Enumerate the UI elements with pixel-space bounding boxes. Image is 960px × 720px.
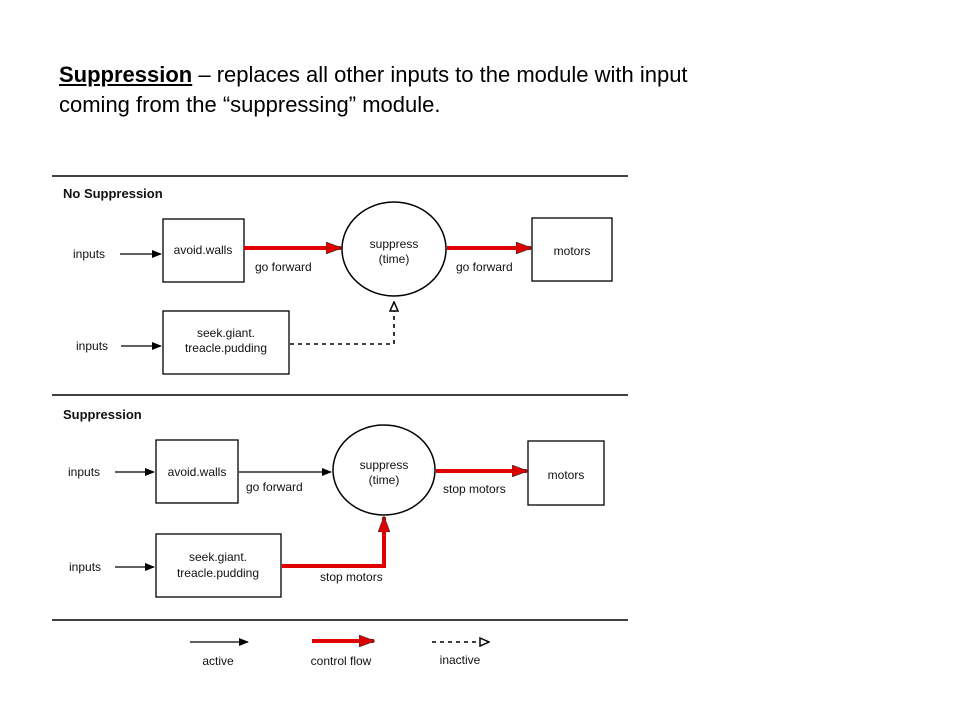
- bottom-motors-box: [527, 440, 605, 506]
- top-go-forward-label-2: go forward: [456, 260, 513, 274]
- panel-title-no-suppression: No Suppression: [63, 186, 163, 201]
- bottom-avoid-walls-label: avoid.walls: [168, 465, 227, 479]
- bottom-control-flow-arrow-2: [282, 517, 384, 568]
- term-suppression: Suppression: [59, 62, 193, 87]
- bottom-stop-motors-label-2: stop motors: [320, 570, 383, 584]
- top-motors-label: motors: [554, 244, 591, 258]
- top-motors-box: [531, 217, 613, 282]
- legend-inactive-label: inactive: [440, 653, 481, 667]
- bottom-seek-label-1: seek.giant.: [189, 550, 247, 564]
- bottom-go-forward-label: go forward: [246, 480, 303, 494]
- legend-control-flow-label: control flow: [311, 654, 372, 668]
- bottom-seek-box: [155, 533, 282, 598]
- description-line1: – replaces all other inputs to the modul…: [192, 62, 688, 87]
- bottom-avoid-walls-box: [155, 439, 239, 504]
- top-row1-inputs-label: inputs: [73, 247, 105, 261]
- bottom-seek-label-2: treacle.pudding: [177, 566, 259, 580]
- top-inactive-arrow: [290, 302, 394, 345]
- top-suppress-time-label: (time): [379, 252, 410, 266]
- top-go-forward-label-1: go forward: [255, 260, 312, 274]
- top-avoid-walls-label: avoid.walls: [174, 243, 233, 257]
- top-seek-box: [162, 310, 290, 375]
- top-suppress-label: suppress: [370, 237, 419, 251]
- top-seek-label-1: seek.giant.: [197, 326, 255, 340]
- top-avoid-walls-box: [162, 218, 245, 283]
- panel-title-suppression: Suppression: [63, 407, 142, 422]
- bottom-row2-inputs-label: inputs: [69, 560, 101, 574]
- slide-description: Suppression – replaces all other inputs …: [59, 60, 919, 120]
- legend-active-label: active: [202, 654, 234, 668]
- bottom-motors-label: motors: [548, 468, 585, 482]
- bottom-suppress-label: suppress: [360, 458, 409, 472]
- bottom-stop-motors-label-1: stop motors: [443, 482, 506, 496]
- bottom-suppress-node: [332, 424, 436, 516]
- description-line2: coming from the “suppressing” module.: [59, 92, 441, 117]
- bottom-suppress-time-label: (time): [369, 473, 400, 487]
- top-row2-inputs-label: inputs: [76, 339, 108, 353]
- top-suppress-node: [341, 201, 447, 297]
- bottom-row1-inputs-label: inputs: [68, 465, 100, 479]
- top-seek-label-2: treacle.pudding: [185, 341, 267, 355]
